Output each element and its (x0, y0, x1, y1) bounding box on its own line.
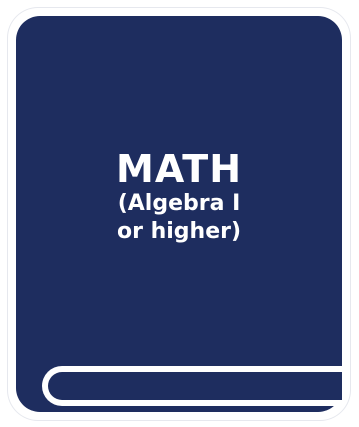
book-subtitle-line2: or higher) (116, 219, 242, 244)
book-pages (42, 366, 342, 406)
book-title: MATH (116, 147, 242, 191)
book-subtitle-line1: (Algebra I (117, 191, 241, 216)
book-cover: MATH (Algebra I or higher) (16, 16, 342, 412)
book-label: MATH (Algebra I or higher) (16, 148, 342, 246)
